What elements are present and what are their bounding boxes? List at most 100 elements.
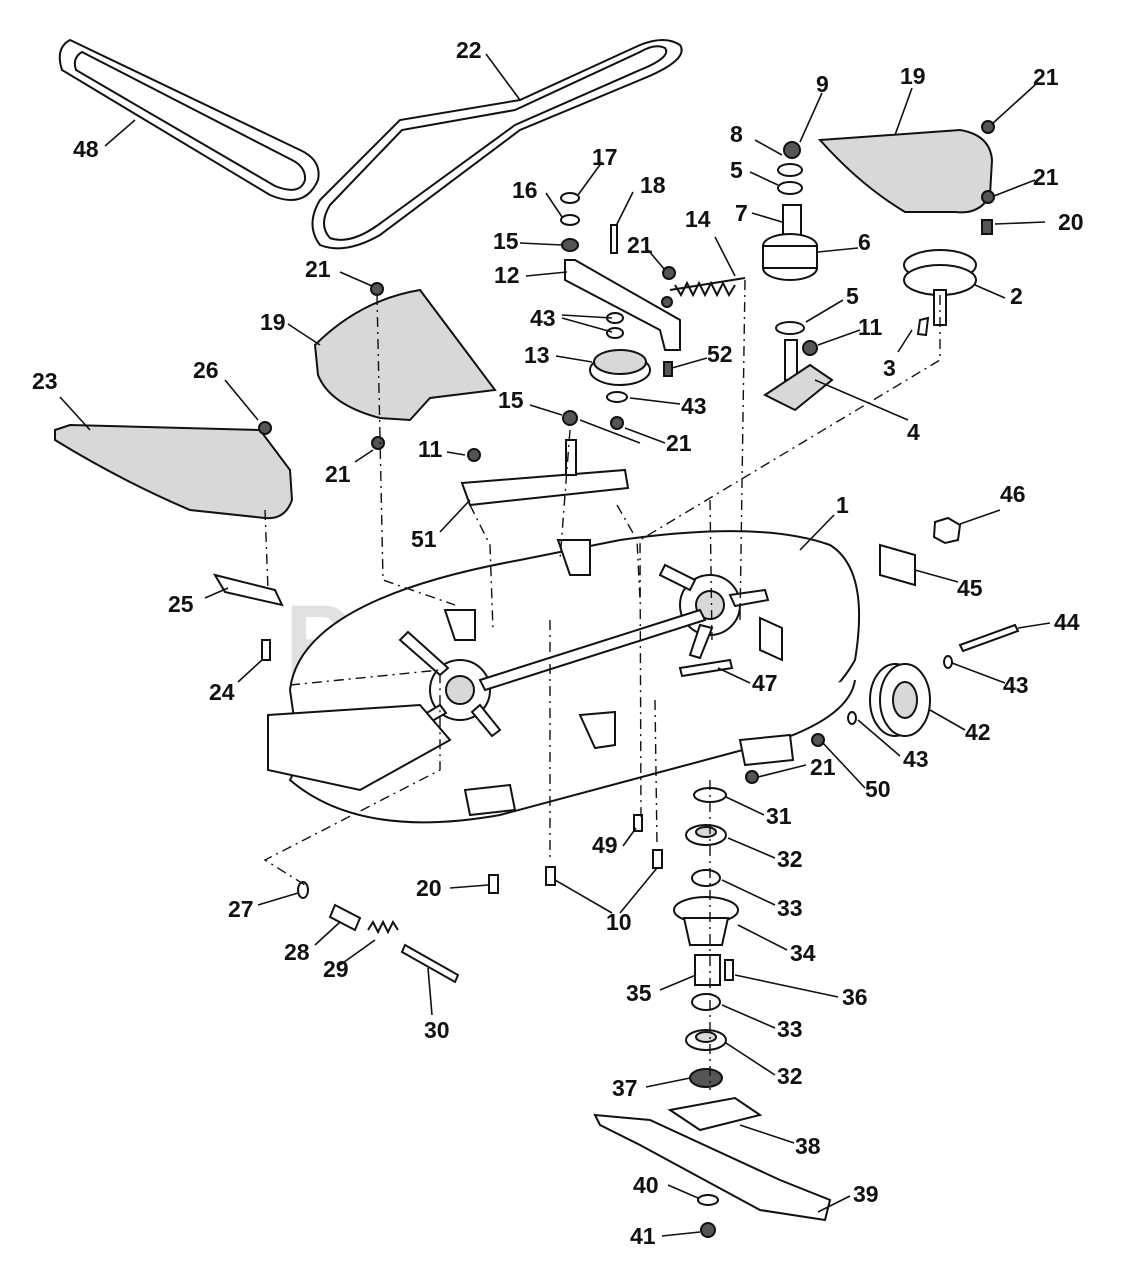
callout-31[interactable]: 31	[766, 803, 792, 829]
nut-21-arm-1[interactable]	[662, 266, 676, 280]
callout-48[interactable]: 48	[73, 136, 99, 162]
nut-21-center[interactable]	[610, 416, 624, 430]
washer-43-c[interactable]	[606, 391, 628, 403]
callout-2[interactable]: 2	[1010, 283, 1023, 309]
nut-21-left-top[interactable]	[370, 282, 384, 296]
callout-13[interactable]: 13	[524, 342, 550, 368]
callout-11-right[interactable]: 11	[858, 314, 883, 340]
bearing-32-lower[interactable]	[685, 1029, 727, 1051]
callout-44[interactable]: 44	[1054, 609, 1080, 635]
bearing-37[interactable]	[689, 1068, 723, 1088]
callout-43-wheel-inner[interactable]: 43	[903, 746, 929, 772]
nut-41[interactable]	[700, 1222, 716, 1238]
callout-10[interactable]: 10	[606, 909, 632, 935]
washer-16[interactable]	[560, 214, 580, 226]
callout-19-left[interactable]: 19	[260, 309, 286, 335]
discharge-shield-23[interactable]	[54, 423, 294, 520]
washer-43-wheel-inner[interactable]	[847, 711, 857, 725]
callout-23[interactable]: 23	[32, 368, 58, 394]
bolt-36[interactable]	[724, 959, 734, 981]
callout-16[interactable]: 16	[512, 177, 538, 203]
spring-29[interactable]	[367, 919, 399, 935]
callout-14[interactable]: 14	[685, 206, 711, 232]
spacer-33-upper[interactable]	[691, 869, 721, 887]
callout-22[interactable]: 22	[456, 37, 482, 63]
callout-5-top[interactable]: 5	[730, 157, 743, 183]
wheel-42[interactable]	[869, 663, 931, 737]
callout-21-arm[interactable]: 21	[627, 232, 653, 258]
bolt-18[interactable]	[610, 224, 618, 254]
callout-6[interactable]: 6	[858, 229, 871, 255]
callout-18[interactable]: 18	[640, 172, 666, 198]
idler-arm-12[interactable]	[564, 259, 681, 351]
callout-52[interactable]: 52	[707, 341, 733, 367]
pulley-2[interactable]	[903, 249, 977, 326]
callout-17[interactable]: 17	[592, 144, 618, 170]
callout-7[interactable]: 7	[735, 200, 748, 226]
callout-25[interactable]: 25	[168, 591, 194, 617]
sleeve-28[interactable]	[328, 903, 362, 932]
nut-26[interactable]	[258, 421, 272, 435]
ring-27[interactable]	[297, 881, 309, 899]
callout-19-right[interactable]: 19	[900, 63, 926, 89]
callout-24[interactable]: 24	[209, 679, 235, 705]
nut-11-left[interactable]	[467, 448, 481, 462]
bolt-52[interactable]	[663, 361, 673, 377]
nut-21-lower[interactable]	[745, 770, 759, 784]
callout-47[interactable]: 47	[752, 670, 778, 696]
washer-43-b[interactable]	[606, 327, 624, 339]
callout-43-pulley[interactable]: 43	[681, 393, 707, 419]
callout-45[interactable]: 45	[957, 575, 983, 601]
callout-20-lower[interactable]: 20	[416, 875, 442, 901]
callout-36[interactable]: 36	[842, 984, 868, 1010]
washer-40[interactable]	[697, 1194, 719, 1206]
plate-45[interactable]	[879, 543, 916, 587]
callout-27[interactable]: 27	[228, 896, 254, 922]
callout-42[interactable]: 42	[965, 719, 991, 745]
washer-17[interactable]	[560, 192, 580, 204]
callout-21-top-right[interactable]: 21	[1033, 64, 1059, 90]
idler-pulley-stack[interactable]	[762, 141, 834, 412]
blade-39[interactable]	[593, 1113, 832, 1222]
belt-48[interactable]	[58, 38, 320, 201]
callout-8[interactable]: 8	[730, 121, 743, 147]
spindle-housing-34[interactable]	[673, 896, 739, 946]
bolt-20-right[interactable]	[981, 219, 993, 235]
nut-21-arm-2[interactable]	[661, 296, 673, 308]
washer-43-wheel-outer[interactable]	[943, 655, 953, 669]
callout-37[interactable]: 37	[612, 1075, 638, 1101]
bushing-15-bottom[interactable]	[562, 410, 578, 426]
bracket-51[interactable]	[460, 439, 630, 507]
spacer-33-lower[interactable]	[691, 993, 721, 1011]
nut-21-top-right[interactable]	[981, 120, 995, 134]
callout-20-right[interactable]: 20	[1058, 209, 1084, 235]
callout-21-right[interactable]: 21	[1033, 164, 1059, 190]
callout-34[interactable]: 34	[790, 940, 816, 966]
callout-49[interactable]: 49	[592, 832, 618, 858]
callout-26[interactable]: 26	[193, 357, 219, 383]
callout-32-lower[interactable]: 32	[777, 1063, 803, 1089]
mower-deck-1[interactable]	[267, 530, 861, 824]
callout-9[interactable]: 9	[816, 71, 829, 97]
callout-43-arm[interactable]: 43	[530, 305, 556, 331]
shaft-35[interactable]	[694, 954, 721, 986]
nut-11-right[interactable]	[802, 340, 818, 356]
bracket-25[interactable]	[212, 573, 284, 607]
callout-29[interactable]: 29	[323, 956, 349, 982]
bolt-44[interactable]	[958, 623, 1020, 653]
callout-3[interactable]: 3	[883, 355, 896, 381]
nut-50[interactable]	[811, 733, 825, 747]
callout-50[interactable]: 50	[865, 776, 891, 802]
callout-21-lower[interactable]: 21	[810, 754, 836, 780]
spring-14[interactable]	[669, 277, 746, 298]
callout-11-left[interactable]: 11	[418, 436, 443, 462]
bearing-32-upper[interactable]	[685, 824, 727, 846]
callout-30[interactable]: 30	[424, 1017, 450, 1043]
bolt-49[interactable]	[633, 814, 643, 832]
nut-46[interactable]	[932, 516, 962, 545]
callout-12[interactable]: 12	[494, 262, 520, 288]
callout-28[interactable]: 28	[284, 939, 310, 965]
callout-51[interactable]: 51	[411, 526, 437, 552]
callout-41[interactable]: 41	[630, 1223, 656, 1249]
rod-30[interactable]	[400, 943, 460, 984]
